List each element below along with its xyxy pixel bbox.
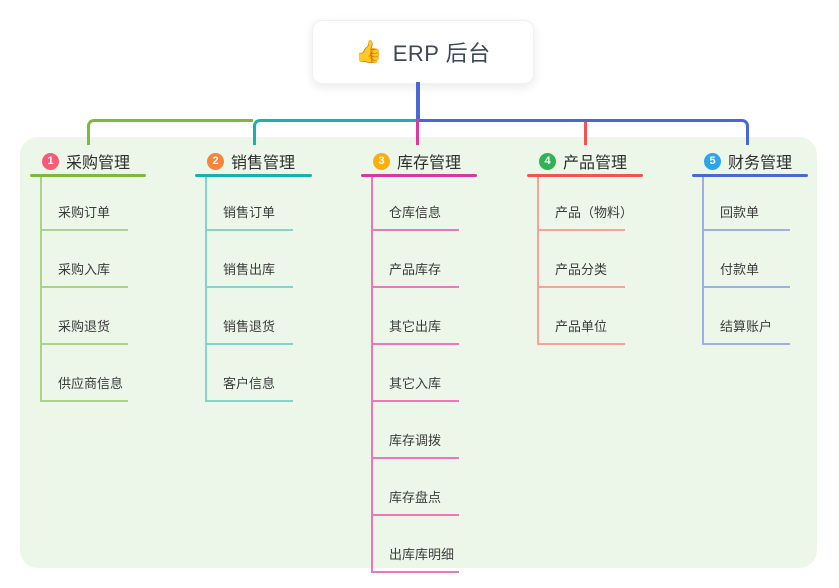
child-label: 库存调拨 (389, 433, 442, 448)
branches-panel (20, 137, 817, 568)
branch-title-label: 库存管理 (397, 155, 462, 172)
branch-column-product: 4 产品管理 产品（物料） 产品分类 产品单位 (527, 148, 643, 345)
child-node[interactable]: 销售订单 (207, 177, 293, 231)
connector-branch-1 (87, 119, 253, 145)
child-node[interactable]: 回款单 (704, 177, 790, 231)
branch-number-badge: 4 (539, 152, 556, 170)
connector-branch-2 (253, 119, 418, 145)
branch-underline (527, 174, 643, 177)
branch-title-node[interactable]: 5 财务管理 (692, 148, 808, 174)
branch-title-label: 产品管理 (563, 155, 628, 172)
child-node[interactable]: 库存调拨 (373, 402, 459, 459)
branch-title-node[interactable]: 2 销售管理 (195, 148, 312, 174)
branch-title-label: 销售管理 (231, 155, 296, 172)
child-node[interactable]: 销售出库 (207, 231, 293, 288)
child-node[interactable]: 销售退货 (207, 288, 293, 345)
child-node[interactable]: 采购入库 (42, 231, 128, 288)
branch-number-badge: 1 (42, 152, 59, 170)
branch-children: 仓库信息 产品库存 其它出库 其它入库 库存调拨 库存盘点 出库库明细 (371, 177, 459, 573)
branch-number-badge: 2 (207, 152, 224, 170)
child-node[interactable]: 其它出库 (373, 288, 459, 345)
branch-title-node[interactable]: 3 库存管理 (361, 148, 477, 174)
child-label: 产品库存 (389, 262, 442, 277)
root-connector-line (416, 82, 420, 119)
child-node[interactable]: 付款单 (704, 231, 790, 288)
branch-column-inventory: 3 库存管理 仓库信息 产品库存 其它出库 其它入库 库存调拨 库存盘点 出库库… (361, 148, 477, 573)
child-label: 其它入库 (389, 376, 442, 391)
child-label: 结算账户 (720, 319, 773, 334)
branch-underline (361, 174, 477, 177)
child-label: 采购订单 (58, 205, 111, 220)
child-label: 回款单 (720, 205, 760, 220)
branch-underline (195, 174, 312, 177)
root-node[interactable]: 👍 ERP 后台 (312, 20, 534, 84)
child-node[interactable]: 仓库信息 (373, 177, 459, 231)
child-label: 其它出库 (389, 319, 442, 334)
child-label: 库存盘点 (389, 490, 442, 505)
branch-underline (30, 174, 146, 177)
child-node[interactable]: 客户信息 (207, 345, 293, 402)
branch-children: 销售订单 销售出库 销售退货 客户信息 (205, 177, 293, 402)
branch-children: 采购订单 采购入库 采购退货 供应商信息 (40, 177, 128, 402)
child-node[interactable]: 采购订单 (42, 177, 128, 231)
child-node[interactable]: 出库库明细 (373, 516, 459, 573)
branch-underline (692, 174, 808, 177)
child-label: 出库库明细 (389, 547, 455, 562)
branch-number-badge: 3 (373, 152, 390, 170)
branch-column-finance: 5 财务管理 回款单 付款单 结算账户 (692, 148, 808, 345)
thumbs-up-icon: 👍 (355, 39, 383, 64)
branch-title-label: 财务管理 (728, 155, 793, 172)
child-node[interactable]: 产品库存 (373, 231, 459, 288)
child-label: 供应商信息 (58, 376, 124, 391)
root-label: ERP 后台 (392, 41, 491, 66)
child-label: 销售订单 (223, 205, 276, 220)
branch-column-sales: 2 销售管理 销售订单 销售出库 销售退货 客户信息 (195, 148, 312, 402)
child-node[interactable]: 供应商信息 (42, 345, 128, 402)
branch-column-purchase: 1 采购管理 采购订单 采购入库 采购退货 供应商信息 (30, 148, 146, 402)
child-node[interactable]: 库存盘点 (373, 459, 459, 516)
child-node[interactable]: 采购退货 (42, 288, 128, 345)
child-label: 采购退货 (58, 319, 111, 334)
child-label: 产品单位 (555, 319, 608, 334)
child-label: 客户信息 (223, 376, 276, 391)
child-label: 销售退货 (223, 319, 276, 334)
branch-number-badge: 5 (704, 152, 721, 170)
connector-branch-4 (584, 122, 587, 145)
child-node[interactable]: 其它入库 (373, 345, 459, 402)
child-label: 销售出库 (223, 262, 276, 277)
child-node[interactable]: 产品分类 (539, 231, 625, 288)
branch-children: 回款单 付款单 结算账户 (702, 177, 790, 345)
child-label: 产品分类 (555, 262, 608, 277)
child-label: 产品（物料） (555, 205, 634, 220)
child-node[interactable]: 产品单位 (539, 288, 625, 345)
child-label: 采购入库 (58, 262, 111, 277)
branch-title-node[interactable]: 1 采购管理 (30, 148, 146, 174)
branch-title-node[interactable]: 4 产品管理 (527, 148, 643, 174)
branch-children: 产品（物料） 产品分类 产品单位 (537, 177, 633, 345)
branch-title-label: 采购管理 (66, 155, 131, 172)
connector-branch-3 (416, 119, 419, 145)
connector-branch-5 (418, 119, 749, 145)
child-node[interactable]: 结算账户 (704, 288, 790, 345)
child-node[interactable]: 产品（物料） (539, 177, 633, 231)
child-label: 付款单 (720, 262, 760, 277)
child-label: 仓库信息 (389, 205, 442, 220)
